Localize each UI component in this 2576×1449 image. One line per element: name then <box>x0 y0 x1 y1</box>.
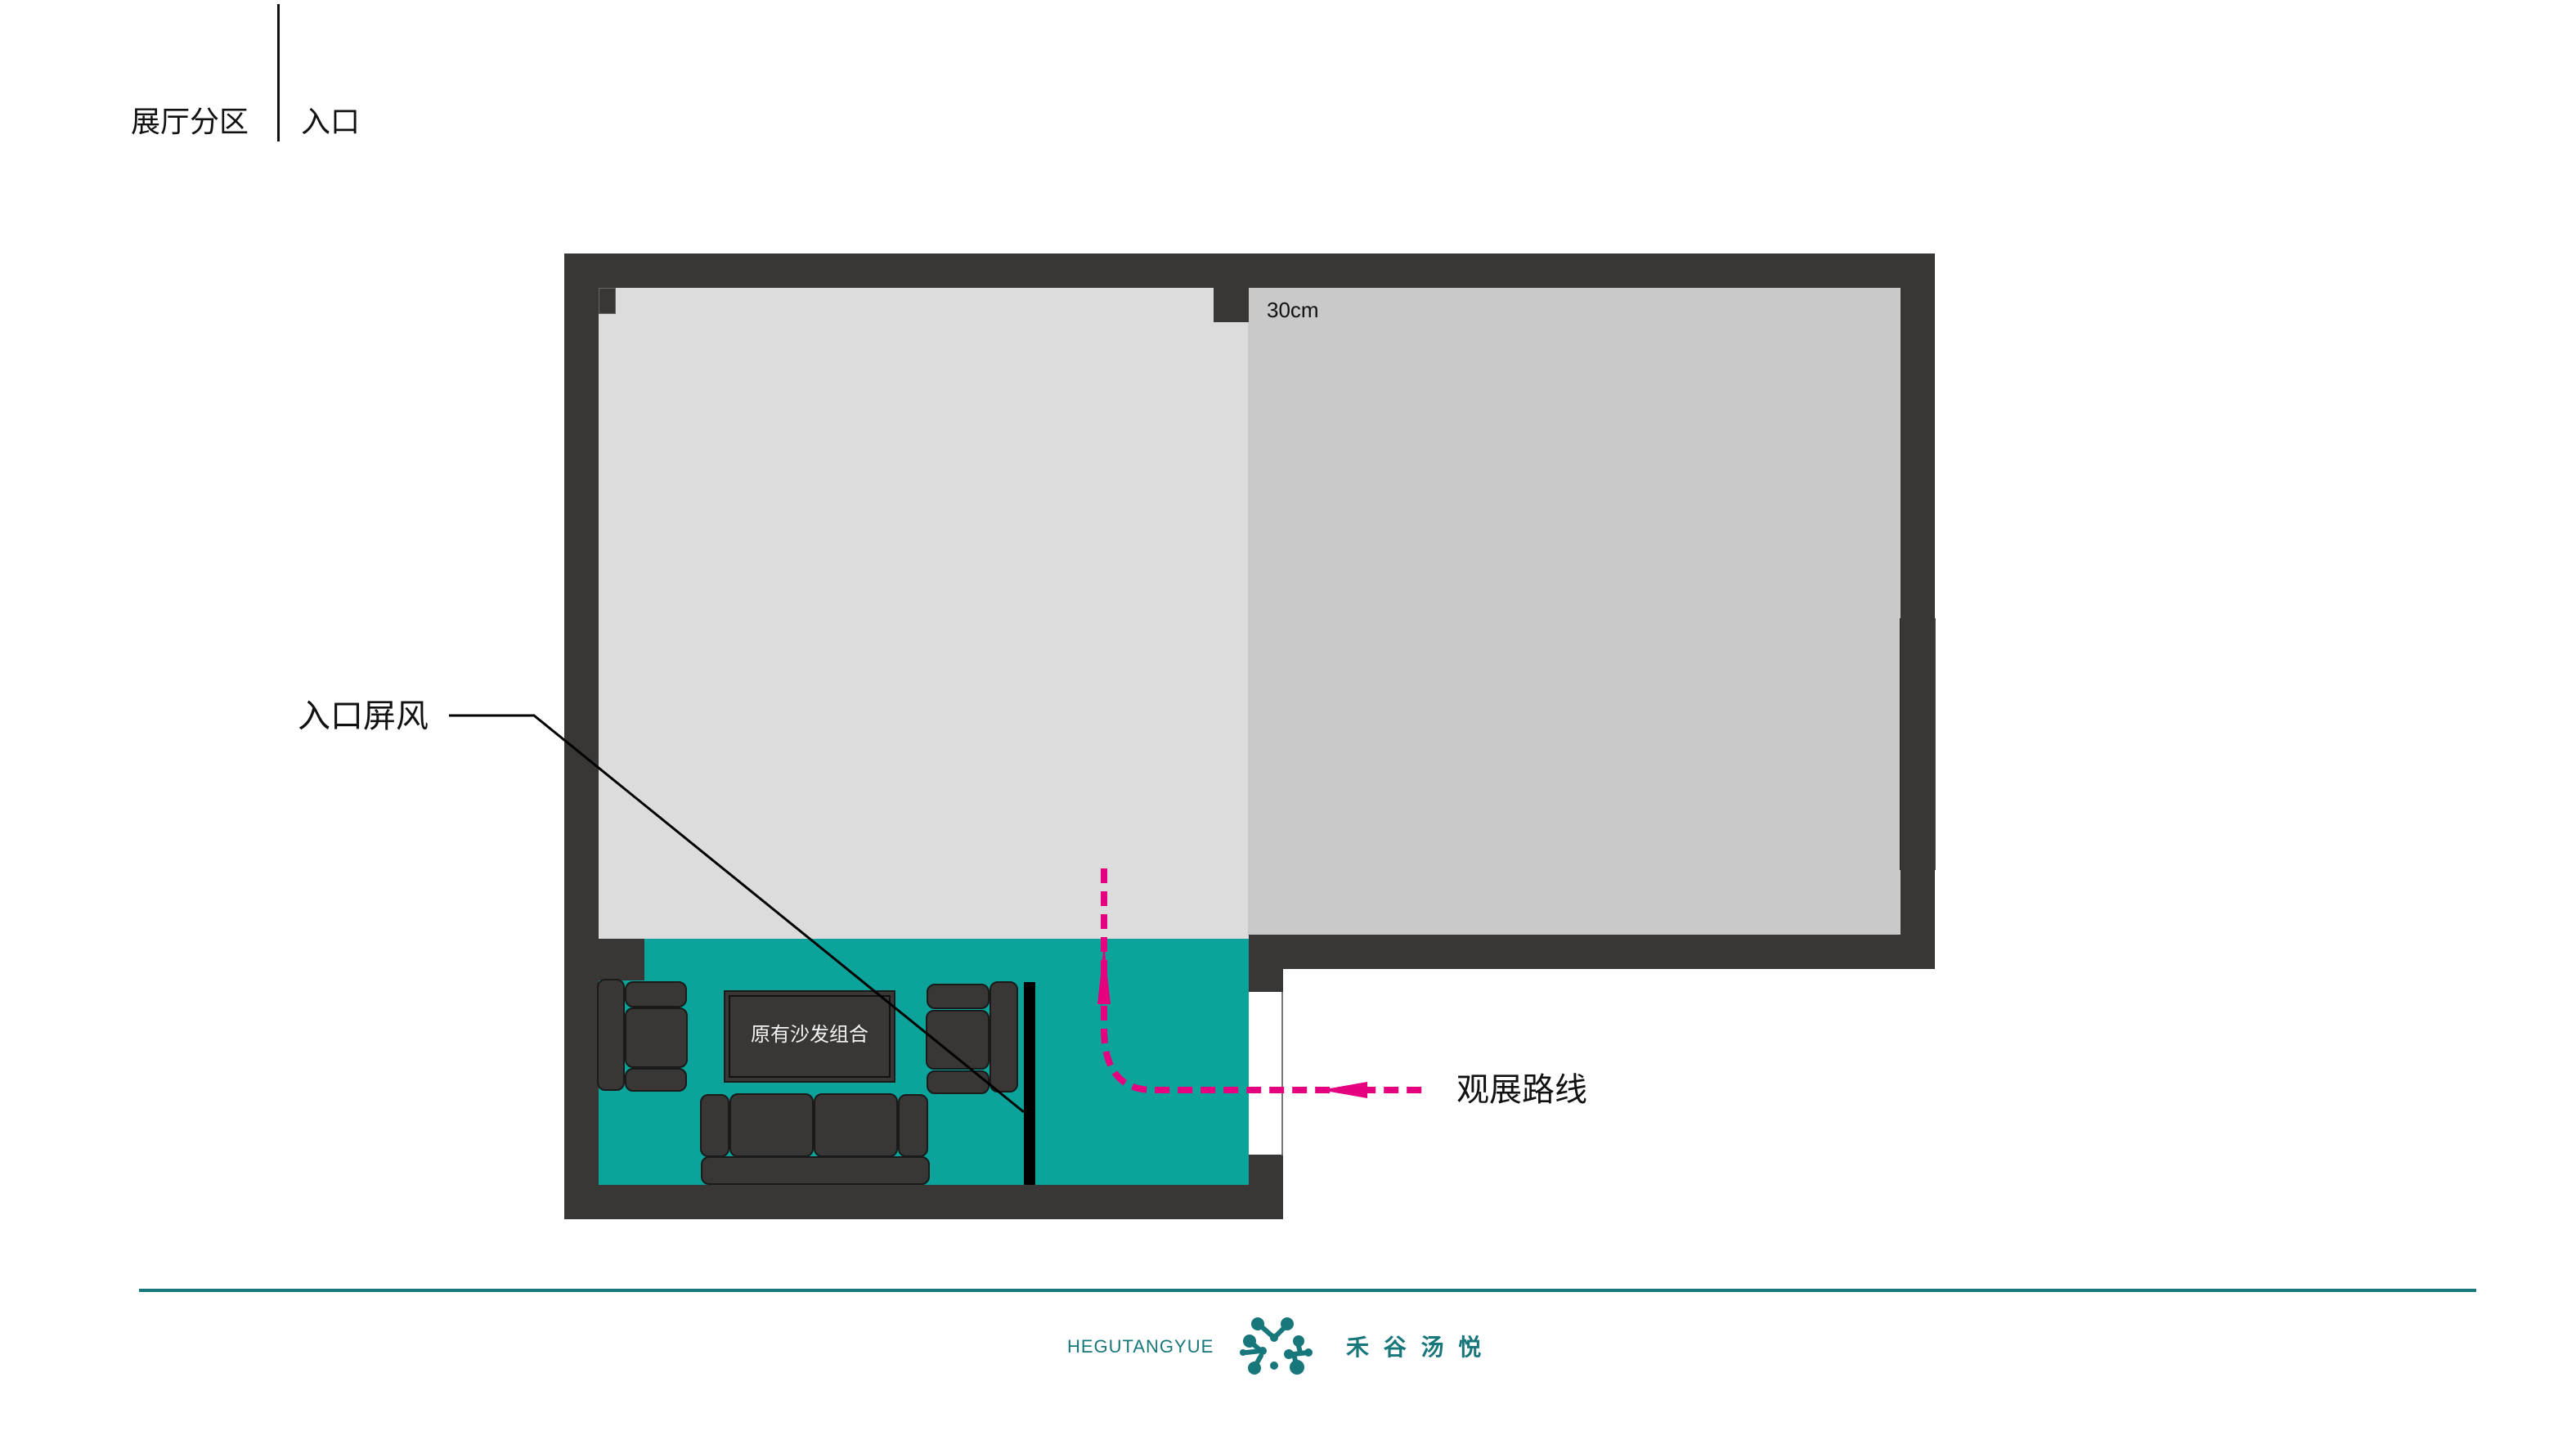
sofa-seat-left <box>729 1093 814 1157</box>
wall-top <box>564 253 1935 288</box>
route-path <box>1101 868 1427 1093</box>
sofa-arm-left <box>700 1094 729 1157</box>
door-jamb-bottom <box>1249 1155 1283 1187</box>
header-divider <box>277 4 280 141</box>
coffee-table: 原有沙发组合 <box>724 990 895 1083</box>
brand-name-cn: 禾 谷 汤 悦 <box>1346 1334 1485 1361</box>
sofa-seat-right <box>814 1093 898 1157</box>
right-room <box>1248 288 1901 935</box>
pillar-corner-bottom-left <box>599 939 644 980</box>
route-label: 观展路线 <box>1456 1071 1587 1109</box>
route-arrow-up-icon <box>1097 944 1111 1004</box>
door-jamb-top <box>1249 935 1283 992</box>
right-armchair-back <box>927 984 990 1009</box>
screen-leader-line <box>449 714 1025 1114</box>
route-arrow-left-icon <box>1321 1082 1367 1098</box>
screen-label: 入口屏风 <box>298 698 429 735</box>
dimension-label: 30cm <box>1267 298 1319 322</box>
pillar-corner-top-left <box>599 288 616 314</box>
window-right <box>1900 618 1936 870</box>
brand-name-en: HEGUTANGYUE <box>1067 1336 1214 1357</box>
wall-right <box>1901 253 1935 969</box>
subsection-title: 入口 <box>301 105 361 139</box>
coffee-table-inner <box>729 995 891 1078</box>
brand-logo-icon <box>1240 1317 1313 1375</box>
left-room <box>599 288 1249 940</box>
left-armchair-back <box>625 981 687 1007</box>
wall-right-bottom <box>1249 935 1935 969</box>
left-armchair-seat <box>625 1007 688 1068</box>
wall-bottom <box>564 1185 1283 1219</box>
section-title: 展厅分区 <box>131 105 249 139</box>
wall-left <box>564 253 599 1219</box>
left-armchair-front <box>625 1068 687 1092</box>
footer-rule <box>139 1289 2476 1292</box>
entrance-door <box>1281 992 1283 1155</box>
right-armchair-front <box>927 1070 990 1094</box>
entrance-screen <box>1024 982 1035 1185</box>
pillar-middle <box>1214 288 1249 322</box>
left-armchair-arm <box>597 979 625 1091</box>
sofa-back <box>701 1156 930 1185</box>
right-armchair-arm <box>990 981 1018 1092</box>
furniture-label: 原有沙发组合 <box>751 1023 868 1046</box>
